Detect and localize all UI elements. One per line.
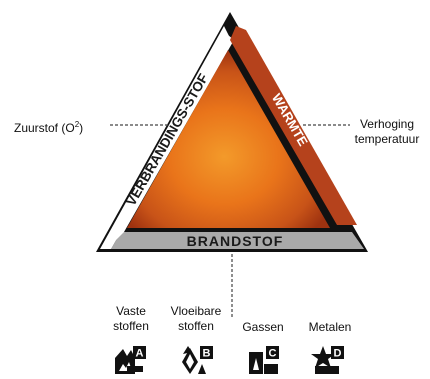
fuel-class-a-line1: Vaste — [116, 304, 146, 318]
heat-label: Verhoging temperatuur — [345, 117, 429, 147]
class-letter-a: A — [136, 348, 144, 360]
class-letter-d: D — [334, 348, 342, 360]
class-letter-b: B — [203, 348, 211, 360]
fuel-class-a-label: Vaste stoffen — [103, 304, 159, 334]
fire-fill — [127, 50, 330, 228]
heat-label-line1: Verhoging — [359, 117, 415, 131]
class-letter-c: C — [269, 348, 277, 360]
warmte-band — [230, 26, 357, 225]
fuel-class-b-line1: Vloeibare — [170, 304, 222, 318]
fuel-class-b-label: Vloeibare stoffen — [164, 304, 228, 334]
oxygen-close: ) — [79, 121, 84, 135]
fuel-class-b-line2: stoffen — [178, 319, 214, 333]
fuel-class-d-label: Metalen — [300, 320, 360, 335]
solid-fuel-icon: A — [113, 344, 147, 374]
fuel-class-a-line2: stoffen — [113, 319, 149, 333]
fuel-class-d-line1: Metalen — [308, 320, 352, 334]
heat-label-line2: temperatuur — [354, 132, 420, 146]
fuel-class-c-line1: Gassen — [242, 320, 284, 334]
oxygen-label: Zuurstof (O2) — [14, 117, 83, 136]
oxygen-text: Zuurstof (O — [14, 121, 75, 135]
brandstof-band — [111, 232, 364, 249]
fuel-class-c-label: Gassen — [234, 320, 292, 335]
oxygen-superscript: 2 — [74, 120, 80, 129]
metal-fuel-icon: D — [311, 344, 345, 374]
gas-fuel-icon: C — [246, 344, 280, 374]
verbrandingsstof-band-inner — [110, 30, 234, 246]
liquid-fuel-icon: B — [180, 344, 214, 374]
brandstof-label: BRANDSTOF — [187, 233, 284, 249]
